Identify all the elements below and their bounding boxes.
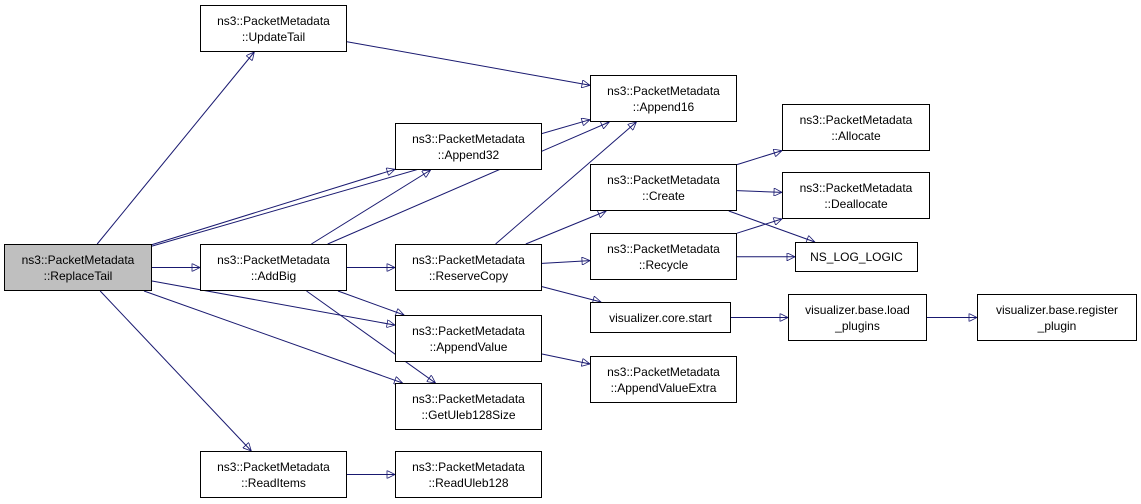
node-append16[interactable]: ns3::PacketMetadata ::Append16 <box>590 75 737 122</box>
node-line2: ::ReadItems <box>241 475 306 490</box>
edge-reserve_copy-to-visualizer_core_start <box>541 286 601 302</box>
node-line1: visualizer.base.register <box>995 302 1119 317</box>
edge-replace_tail-to-append_value <box>151 280 395 325</box>
edge-append_value-to-append_value_extra <box>541 353 590 364</box>
edge-recycle-to-deallocate <box>736 219 782 234</box>
node-line1: ns3::PacketMetadata <box>217 459 330 474</box>
edge-create-to-deallocate <box>736 191 782 193</box>
node-line2: ::Append16 <box>632 99 695 114</box>
node-line1: ns3::PacketMetadata <box>607 241 720 256</box>
node-line2: ::Create <box>642 188 685 203</box>
node-line1: ns3::PacketMetadata <box>412 252 525 267</box>
node-append-value-extra[interactable]: ns3::PacketMetadata ::AppendValueExtra <box>590 356 737 403</box>
edge-replace_tail-to-append32 <box>151 169 395 246</box>
edge-add_big-to-append_value <box>337 290 404 315</box>
node-line1: visualizer.base.load <box>805 302 910 317</box>
node-line2: ::Recycle <box>638 257 689 272</box>
node-line2: ::ReadUleb128 <box>428 475 509 490</box>
edge-replace_tail-to-get_uleb128_size <box>143 290 403 383</box>
edge-reserve_copy-to-recycle <box>541 261 590 264</box>
node-line2: ::Allocate <box>831 128 881 143</box>
node-line1: ns3::PacketMetadata <box>21 252 135 267</box>
node-line2: ::AppendValue <box>429 339 508 354</box>
node-line2: _plugins <box>835 318 880 333</box>
edge-add_big-to-append16 <box>327 122 610 245</box>
node-line1: ns3::PacketMetadata <box>412 391 525 406</box>
node-register-plugin[interactable]: visualizer.base.register _plugin <box>977 294 1137 341</box>
node-line1: ns3::PacketMetadata <box>799 180 913 195</box>
node-line1: visualizer.core.start <box>609 310 712 325</box>
node-line2: _plugin <box>1037 318 1077 333</box>
node-line1: ns3::PacketMetadata <box>799 112 913 127</box>
node-replace-tail[interactable]: ns3::PacketMetadata ::ReplaceTail <box>4 244 152 291</box>
node-read-items[interactable]: ns3::PacketMetadata ::ReadItems <box>200 451 347 498</box>
node-line2: ::Deallocate <box>824 196 888 211</box>
node-line2: ::GetUleb128Size <box>421 407 516 422</box>
node-load-plugins[interactable]: visualizer.base.load _plugins <box>788 294 927 341</box>
node-line1: ns3::PacketMetadata <box>412 131 525 146</box>
node-line2: ::UpdateTail <box>241 29 306 44</box>
node-recycle[interactable]: ns3::PacketMetadata ::Recycle <box>590 233 737 280</box>
node-deallocate[interactable]: ns3::PacketMetadata ::Deallocate <box>782 172 930 219</box>
node-line2: ::Append32 <box>437 147 500 162</box>
node-line2: ::AppendValueExtra <box>610 380 717 395</box>
node-line1: ns3::PacketMetadata <box>607 364 720 379</box>
edge-reserve_copy-to-create <box>525 211 606 245</box>
edge-replace_tail-to-read_items <box>99 290 251 451</box>
node-append-value[interactable]: ns3::PacketMetadata ::AppendValue <box>395 315 542 362</box>
node-line1: NS_LOG_LOGIC <box>810 250 903 264</box>
node-line2: ::ReserveCopy <box>428 268 509 283</box>
node-line1: ns3::PacketMetadata <box>607 83 720 98</box>
edge-replace_tail-to-update_tail <box>96 52 254 245</box>
node-line1: ns3::PacketMetadata <box>607 172 720 187</box>
node-line1: ns3::PacketMetadata <box>217 13 330 28</box>
edge-add_big-to-append32 <box>311 170 430 245</box>
node-line1: ns3::PacketMetadata <box>412 459 525 474</box>
node-line1: ns3::PacketMetadata <box>217 252 330 267</box>
node-reserve-copy[interactable]: ns3::PacketMetadata ::ReserveCopy <box>395 244 542 291</box>
node-add-big[interactable]: ns3::PacketMetadata ::AddBig <box>200 244 347 291</box>
node-read-uleb128[interactable]: ns3::PacketMetadata ::ReadUleb128 <box>395 451 542 498</box>
edge-create-to-ns_log_logic <box>728 210 815 242</box>
node-get-uleb128-size[interactable]: ns3::PacketMetadata ::GetUleb128Size <box>395 383 542 430</box>
edge-reserve_copy-to-append16 <box>495 122 637 245</box>
node-allocate[interactable]: ns3::PacketMetadata ::Allocate <box>782 104 930 151</box>
node-create[interactable]: ns3::PacketMetadata ::Create <box>590 164 737 211</box>
node-line2: ::ReplaceTail <box>43 268 113 283</box>
node-update-tail[interactable]: ns3::PacketMetadata ::UpdateTail <box>200 5 347 52</box>
node-line2: ::AddBig <box>250 268 297 283</box>
edge-create-to-allocate <box>736 151 782 166</box>
node-line1: ns3::PacketMetadata <box>412 323 525 338</box>
edge-update_tail-to-append16 <box>346 41 590 86</box>
node-append32[interactable]: ns3::PacketMetadata ::Append32 <box>395 123 542 170</box>
edge-add_big-to-get_uleb128_size <box>306 290 436 383</box>
node-ns-log-logic[interactable]: NS_LOG_LOGIC <box>795 242 918 272</box>
node-visualizer-core-start[interactable]: visualizer.core.start <box>590 302 731 333</box>
